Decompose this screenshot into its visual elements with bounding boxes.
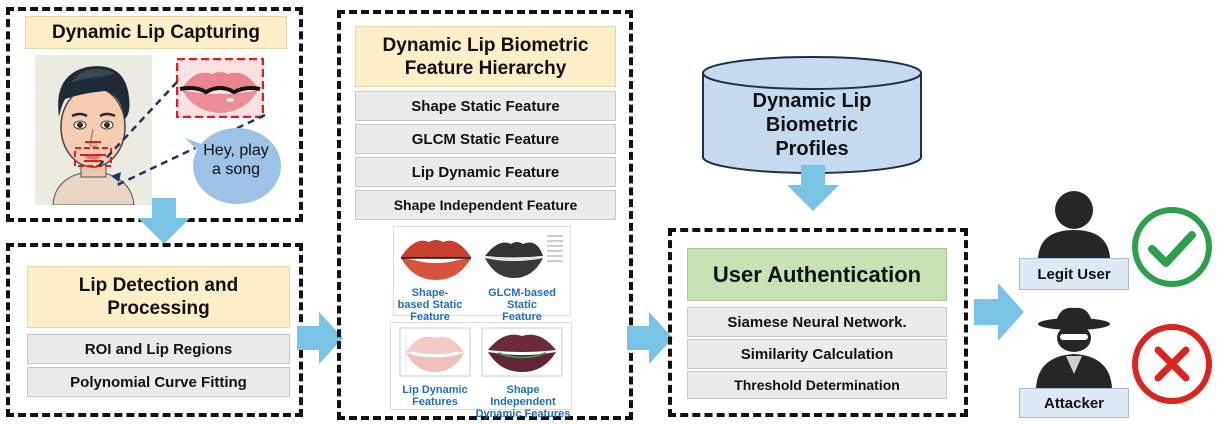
auth-title: User Authentication xyxy=(687,248,947,301)
auth-item-similarity: Similarity Calculation xyxy=(687,339,947,369)
caption-shape-static: Shape-based Static Feature xyxy=(397,287,463,323)
hierarchy-panel xyxy=(337,10,633,420)
reject-cross-icon xyxy=(1132,324,1212,404)
accept-check-icon xyxy=(1132,207,1212,287)
auth-item-threshold: Threshold Determination xyxy=(687,371,947,399)
hierarchy-item-shape-static: Shape Static Feature xyxy=(355,91,616,121)
auth-panel xyxy=(668,228,968,417)
attacker-icon xyxy=(1036,307,1112,388)
hierarchy-item-glcm-static: GLCM Static Feature xyxy=(355,124,616,154)
arrow-down-2 xyxy=(787,165,839,211)
shape-independent-plot-image xyxy=(481,327,563,377)
speech-bubble xyxy=(185,128,281,204)
profiles-database-icon xyxy=(702,56,922,174)
speech-text: Hey, play a song xyxy=(203,142,269,178)
attacker-label: Attacker xyxy=(1019,388,1129,418)
caption-lip-dynamic: Lip Dynamic Features xyxy=(402,384,468,408)
capture-title: Dynamic Lip Capturing xyxy=(25,16,287,49)
lip-zoom-image xyxy=(176,58,264,118)
shape-static-lip-image xyxy=(401,240,471,280)
lip-dynamic-plot-image xyxy=(399,327,471,377)
detection-item-roi: ROI and Lip Regions xyxy=(27,334,290,364)
detection-title: Lip Detection and Processing xyxy=(27,266,290,328)
legit-user-label: Legit User xyxy=(1019,258,1129,290)
arrow-right-2 xyxy=(627,312,673,364)
hierarchy-item-shape-independent: Shape Independent Feature xyxy=(355,190,616,220)
glcm-static-lip-image xyxy=(485,235,563,278)
arrow-right-3 xyxy=(974,283,1024,341)
caption-glcm-static: GLCM-based Static Feature xyxy=(488,287,556,323)
auth-item-siamese: Siamese Neural Network. xyxy=(687,307,947,337)
profiles-label: Dynamic Lip Biometric Profiles xyxy=(752,90,872,160)
caption-shape-independent: Shape Independent Dynamic Features xyxy=(475,384,571,420)
detection-item-curve: Polynomial Curve Fitting xyxy=(27,367,290,397)
hierarchy-title: Dynamic Lip Biometric Feature Hierarchy xyxy=(355,26,616,87)
arrow-down-1 xyxy=(138,198,190,244)
legit-user-icon xyxy=(1038,191,1110,258)
hierarchy-item-lip-dynamic: Lip Dynamic Feature xyxy=(355,157,616,187)
arrow-right-1 xyxy=(297,312,343,364)
zoom-connector xyxy=(96,81,266,187)
face-illustration xyxy=(35,55,152,205)
